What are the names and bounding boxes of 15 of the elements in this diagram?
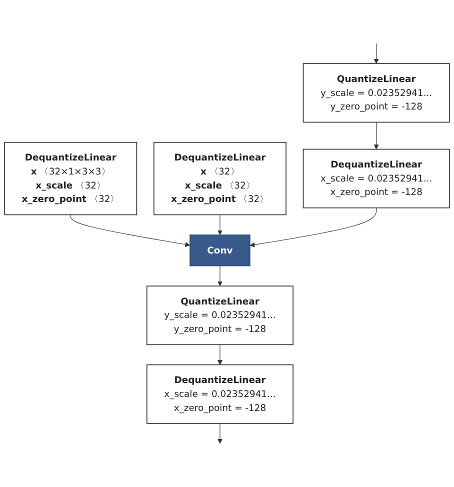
node-box: DequantizeLinear x_scale = 0.02352941... x_zero_point = -128 [302, 148, 450, 208]
arrow [374, 122, 379, 150]
arrow [217, 344, 222, 366]
node-box: QuantizeLinear y_scale = 0.02352941... y_zero_point = -128 [146, 286, 294, 346]
node-box: DequantizeLinear x 〈32×1×3×3〉 x_scale 〈32〉 x_zero_point 〈32〉 [4, 142, 138, 216]
arrow [217, 266, 222, 286]
arrow [374, 43, 379, 64]
node-box: DequantizeLinear x_scale = 0.02352941... x_zero_point = -128 [146, 364, 294, 424]
arrow [250, 208, 377, 248]
arrow [70, 214, 190, 247]
node-box: DequantizeLinear x 〈32〉 x_scale 〈32〉 x_zero_point 〈32〉 [154, 142, 286, 216]
arrow [217, 423, 222, 444]
node-box: Conv [190, 234, 250, 266]
node-box: QuantizeLinear y_scale = 0.02352941... y_zero_point = -128 [302, 63, 450, 123]
arrow [217, 214, 222, 236]
